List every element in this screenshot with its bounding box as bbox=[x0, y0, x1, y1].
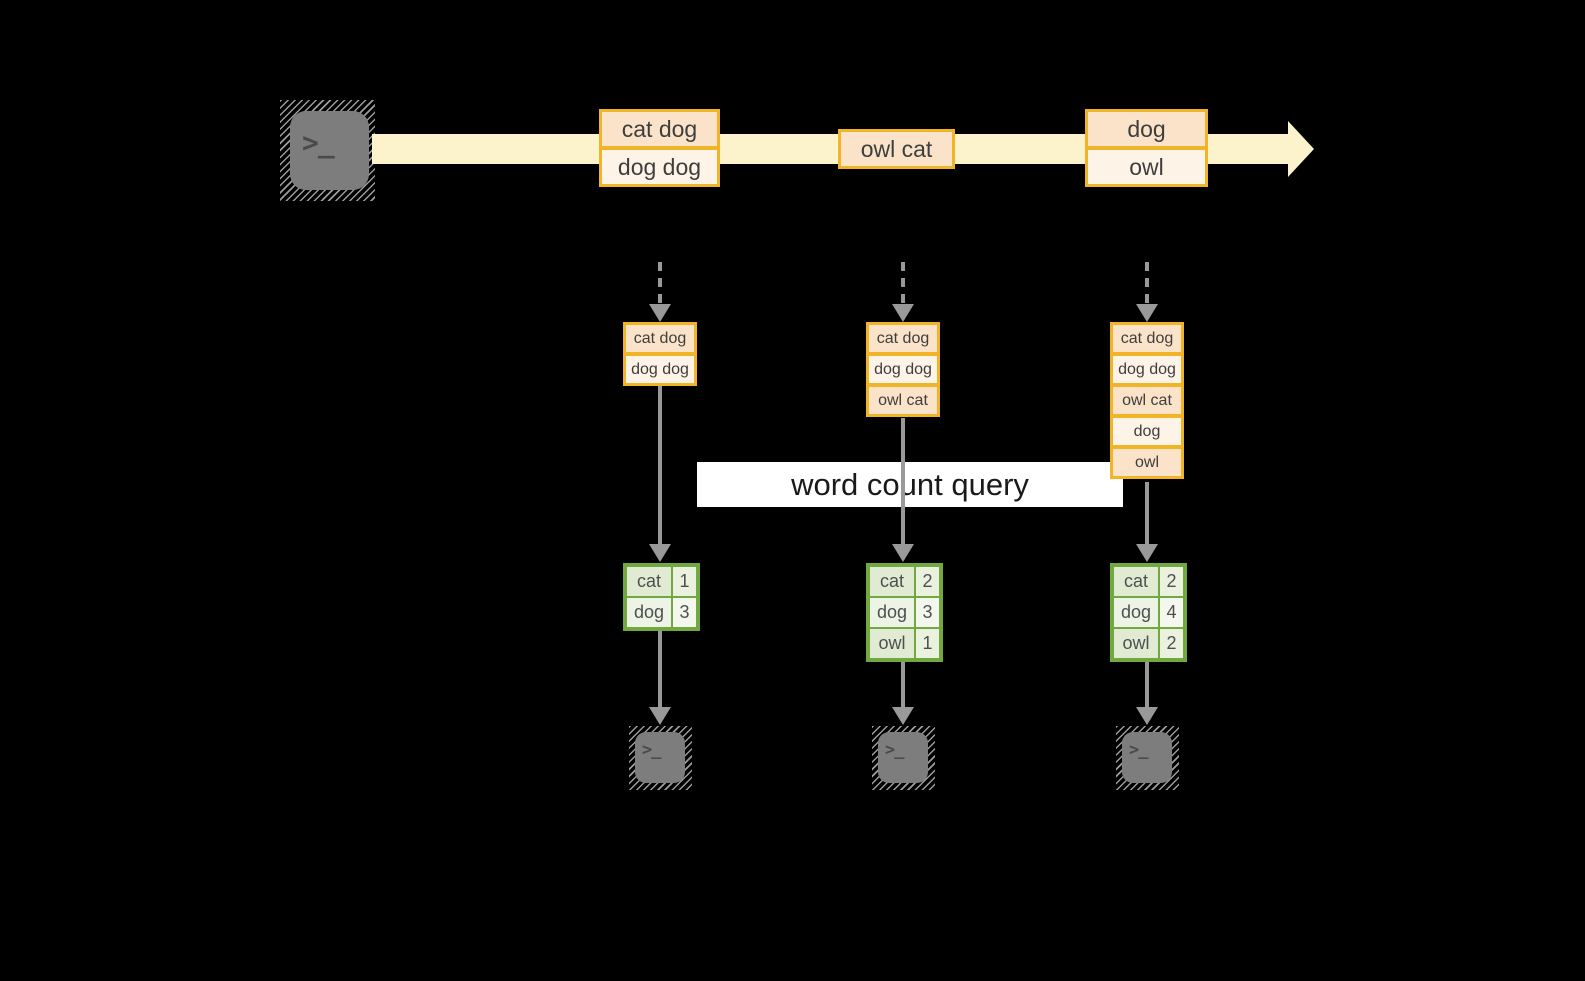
word-cell: dog bbox=[1114, 598, 1158, 627]
query-label-band: word count query bbox=[697, 462, 1123, 507]
count-cell: 1 bbox=[673, 567, 696, 596]
ingest-arrowhead-icon bbox=[1136, 304, 1158, 322]
word-cell: cat bbox=[1114, 567, 1158, 596]
count-cell: 4 bbox=[1160, 598, 1183, 627]
count-table: cat 2 dog 3 owl 1 bbox=[866, 563, 943, 662]
state-row: dog bbox=[1110, 415, 1184, 448]
ingest-arrow-dash bbox=[1145, 262, 1149, 306]
batch-row: cat dog bbox=[599, 109, 720, 149]
state-row: owl bbox=[1110, 446, 1184, 479]
table-row: cat 1 bbox=[627, 567, 696, 596]
terminal-prompt-icon: >_ bbox=[1129, 740, 1149, 760]
batch-row: owl bbox=[1085, 147, 1208, 187]
word-cell: cat bbox=[627, 567, 671, 596]
source-terminal-icon: >_ bbox=[280, 100, 375, 201]
table-row: dog 4 bbox=[1114, 598, 1183, 627]
state-row: dog dog bbox=[623, 353, 697, 386]
word-cell: owl bbox=[1114, 629, 1158, 658]
state-row: cat dog bbox=[1110, 322, 1184, 355]
table-row: owl 1 bbox=[870, 629, 939, 658]
batch-row: owl cat bbox=[838, 129, 955, 169]
state-box: cat dog dog dog bbox=[623, 322, 697, 386]
query-label: word count query bbox=[791, 466, 1029, 502]
state-row: owl cat bbox=[866, 384, 940, 417]
terminal-icon-body bbox=[290, 111, 369, 190]
table-row: cat 2 bbox=[1114, 567, 1183, 596]
output-arrowhead-icon bbox=[892, 707, 914, 725]
flow-arrow-line bbox=[1145, 482, 1149, 544]
flow-arrow-line bbox=[901, 418, 905, 544]
terminal-icon-body bbox=[878, 732, 928, 783]
table-row: dog 3 bbox=[870, 598, 939, 627]
output-arrow-line bbox=[658, 628, 662, 707]
output-terminal-icon: >_ bbox=[1116, 726, 1179, 790]
word-cell: dog bbox=[627, 598, 671, 627]
flow-arrowhead-icon bbox=[1136, 544, 1158, 562]
terminal-prompt-icon: >_ bbox=[302, 126, 335, 159]
output-arrowhead-icon bbox=[1136, 707, 1158, 725]
count-table: cat 2 dog 4 owl 2 bbox=[1110, 563, 1187, 662]
count-cell: 2 bbox=[1160, 567, 1183, 596]
ingest-arrow-dash bbox=[658, 262, 662, 306]
terminal-prompt-icon: >_ bbox=[642, 740, 662, 760]
table-row: cat 2 bbox=[870, 567, 939, 596]
state-row: cat dog bbox=[866, 322, 940, 355]
count-cell: 3 bbox=[916, 598, 939, 627]
ingest-arrow-dash bbox=[901, 262, 905, 306]
flow-arrowhead-icon bbox=[649, 544, 671, 562]
stream-arrowhead-icon bbox=[1288, 121, 1314, 177]
word-cell: cat bbox=[870, 567, 914, 596]
count-cell: 1 bbox=[916, 629, 939, 658]
terminal-prompt-icon: >_ bbox=[885, 740, 905, 760]
flow-arrowhead-icon bbox=[892, 544, 914, 562]
output-arrow-line bbox=[901, 658, 905, 707]
batch-row: dog bbox=[1085, 109, 1208, 149]
stream-batch: dog owl bbox=[1085, 109, 1208, 187]
output-arrow-line bbox=[1145, 658, 1149, 707]
state-row: dog dog bbox=[866, 353, 940, 386]
output-arrowhead-icon bbox=[649, 707, 671, 725]
count-cell: 3 bbox=[673, 598, 696, 627]
ingest-arrowhead-icon bbox=[892, 304, 914, 322]
state-row: owl cat bbox=[1110, 384, 1184, 417]
word-cell: dog bbox=[870, 598, 914, 627]
terminal-icon-body bbox=[1122, 732, 1172, 783]
ingest-arrowhead-icon bbox=[649, 304, 671, 322]
table-row: owl 2 bbox=[1114, 629, 1183, 658]
count-table: cat 1 dog 3 bbox=[623, 563, 700, 631]
terminal-icon-body bbox=[635, 732, 685, 783]
stream-batch: cat dog dog dog bbox=[599, 109, 720, 187]
state-row: cat dog bbox=[623, 322, 697, 355]
state-box: cat dog dog dog owl cat dog owl bbox=[1110, 322, 1184, 479]
count-cell: 2 bbox=[1160, 629, 1183, 658]
word-cell: owl bbox=[870, 629, 914, 658]
count-cell: 2 bbox=[916, 567, 939, 596]
state-box: cat dog dog dog owl cat bbox=[866, 322, 940, 417]
batch-row: dog dog bbox=[599, 147, 720, 187]
flow-arrow-line bbox=[658, 386, 662, 544]
state-row: dog dog bbox=[1110, 353, 1184, 386]
stream-batch: owl cat bbox=[838, 129, 955, 169]
output-terminal-icon: >_ bbox=[872, 726, 935, 790]
output-terminal-icon: >_ bbox=[629, 726, 692, 790]
table-row: dog 3 bbox=[627, 598, 696, 627]
